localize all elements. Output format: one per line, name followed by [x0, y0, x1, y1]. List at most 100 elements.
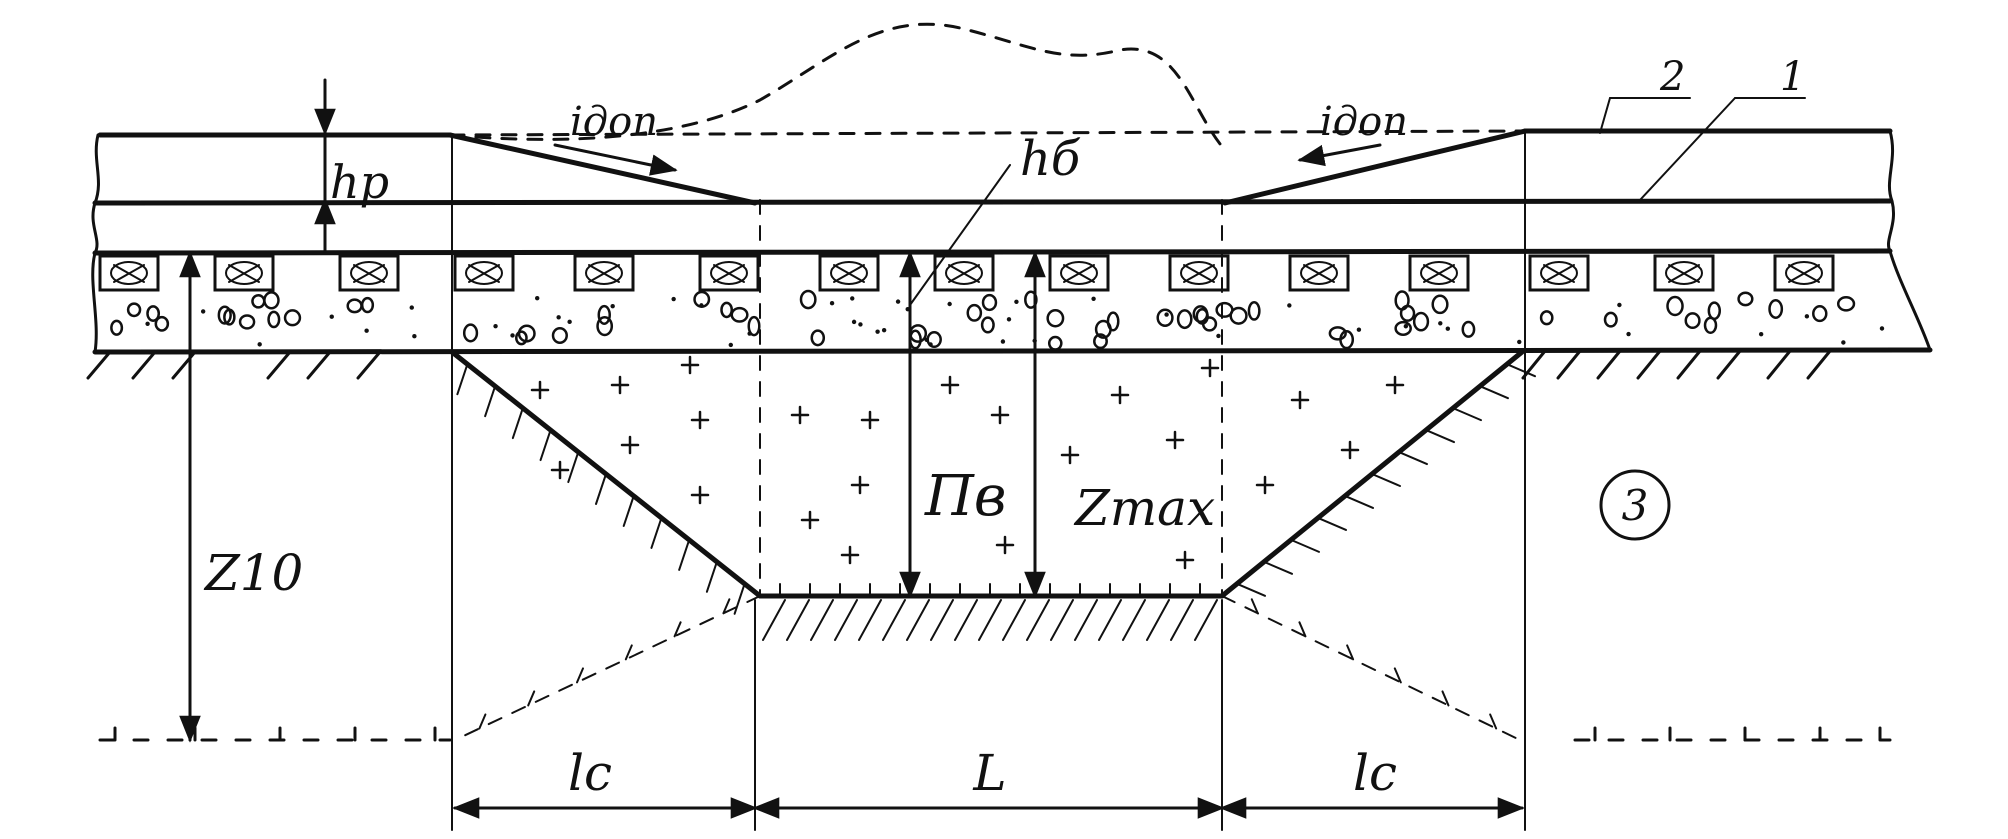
ground-hatch	[171, 350, 197, 380]
block-mark	[948, 264, 980, 283]
bottom-hatch	[978, 599, 1002, 641]
wall-hatch	[622, 494, 635, 527]
gravel-pebble	[517, 324, 536, 343]
extension-tick	[624, 644, 633, 661]
gravel-dot	[1879, 326, 1885, 331]
gravel-pebble	[1539, 310, 1554, 326]
ballast-bottom	[92, 347, 1933, 355]
hb-leader	[909, 164, 1011, 306]
block-mark	[1183, 264, 1215, 283]
left-break-edge	[91, 133, 100, 354]
gravel-pebble	[596, 315, 614, 337]
gravel-pebble	[462, 323, 479, 343]
block-mark	[228, 264, 260, 283]
bottom-hatch	[1194, 599, 1218, 641]
wall-hatch	[705, 560, 718, 593]
block	[1048, 254, 1110, 292]
gravel-pebble	[1461, 320, 1476, 338]
extension-tick	[673, 621, 682, 638]
block-core	[1420, 261, 1458, 285]
gravel-dot	[610, 303, 615, 309]
gravel-pebble	[263, 291, 280, 310]
gravel-dot	[1517, 339, 1522, 345]
wall-hatch	[1236, 582, 1266, 597]
block-mark	[1543, 264, 1575, 283]
vertical-lines	[451, 130, 1526, 831]
label-hp: hp	[330, 155, 389, 209]
gravel-pebble	[1399, 304, 1416, 322]
label-lc-right: lc	[1353, 744, 1397, 802]
wall-hatch	[1371, 473, 1401, 487]
block	[698, 254, 760, 292]
label-zmax: Zmax	[1073, 479, 1215, 537]
gravel-pebble	[154, 315, 170, 332]
gravel-pebble	[346, 298, 363, 314]
callout-2-leader	[1599, 97, 1611, 134]
bottom-hatch	[1146, 599, 1170, 641]
ground-hatch	[306, 350, 332, 380]
gravel-dot	[858, 322, 863, 327]
layer-1-line	[92, 198, 1893, 206]
gravel-dot	[510, 333, 515, 338]
frost-line	[98, 726, 1892, 742]
block	[1288, 254, 1350, 292]
labels: hp iдоп iдоп hб 2 1 Пв Zmax Z10 3 lc L l…	[203, 54, 1805, 802]
right-break-edge	[1887, 129, 1932, 352]
ground-hatch	[86, 350, 112, 380]
block	[98, 254, 160, 292]
gravel-dot	[1841, 340, 1846, 345]
wall-hatch	[1398, 451, 1428, 466]
gravel-pebble	[126, 302, 142, 318]
label-L: L	[972, 744, 1006, 802]
gravel-dot	[200, 309, 206, 314]
label-callout-2: 2	[1659, 54, 1685, 100]
gravel-pebble	[597, 304, 611, 325]
surface-dashed	[448, 129, 1527, 137]
gravel-dot	[257, 342, 262, 347]
wall-hatch	[1452, 407, 1482, 422]
gravel-dot	[1626, 331, 1631, 337]
gravel-pebble	[730, 306, 749, 323]
block-core	[225, 261, 263, 285]
ground-hatch	[1556, 349, 1582, 380]
gravel-pebble	[1093, 333, 1108, 350]
gravel-dot	[671, 296, 676, 302]
bottom-hatch	[1050, 599, 1074, 641]
gravel-pebble	[223, 308, 236, 326]
wall-hatch	[539, 429, 552, 462]
gravel-pebble	[551, 326, 568, 345]
block-mark	[113, 264, 145, 283]
label-hb: hб	[1020, 131, 1081, 187]
gravel-pebble	[515, 330, 528, 346]
bottom-hatch	[1098, 599, 1122, 641]
block-mark	[588, 264, 620, 283]
bottom-hatch	[1074, 599, 1098, 641]
wall-hatch	[511, 407, 524, 440]
gravel-pebble	[1201, 316, 1218, 332]
wall-hatch	[595, 473, 607, 505]
gravel-dot	[1216, 333, 1221, 339]
bottom-hatch	[1026, 599, 1050, 641]
gravel-pebble	[1431, 294, 1449, 315]
bottom-hatch	[834, 599, 858, 641]
gravel-pebble	[146, 305, 161, 322]
wall-hatch	[1425, 429, 1455, 444]
gravel-pebble	[1812, 305, 1828, 323]
block-mark	[1063, 264, 1095, 283]
extension-tick	[527, 690, 536, 707]
gravel-dot	[875, 329, 880, 334]
gravel-dot	[1804, 314, 1810, 319]
gravel-dot	[947, 301, 952, 307]
gravel-dot	[535, 295, 540, 301]
ground-hatch	[1716, 349, 1742, 380]
gravel-dot	[1006, 317, 1012, 322]
block	[1408, 254, 1470, 292]
gravel-pebble	[1707, 301, 1722, 321]
block-core	[1300, 261, 1338, 285]
block-mark	[713, 264, 745, 283]
block-core	[1180, 261, 1218, 285]
block-core	[350, 261, 388, 285]
extension-tick	[478, 713, 487, 730]
gravel-pebble	[1703, 316, 1718, 334]
gravel-pebble	[1046, 308, 1065, 328]
